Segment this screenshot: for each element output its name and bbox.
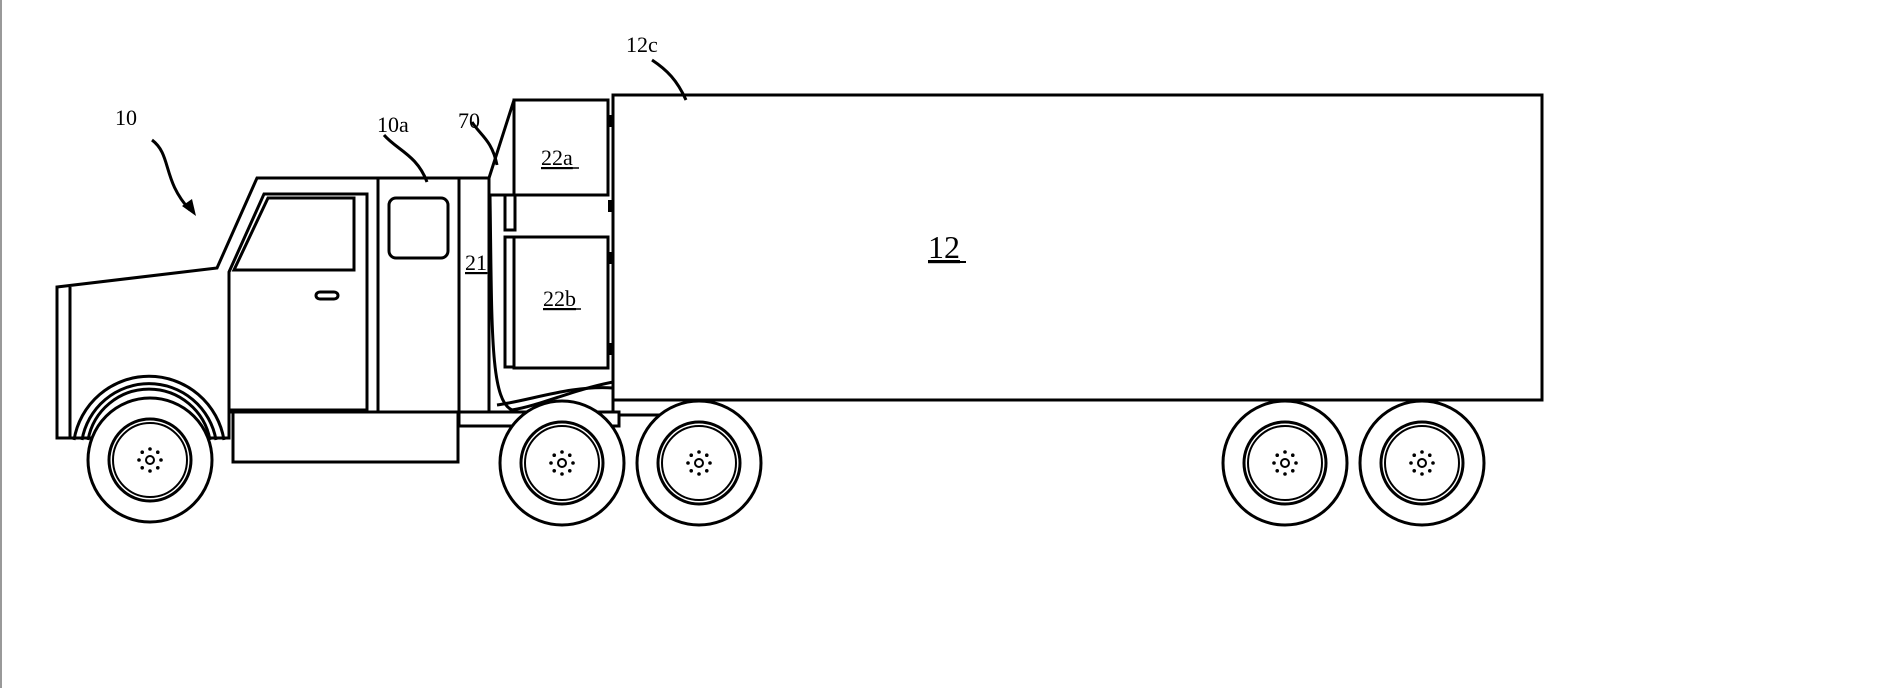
label-70: 70 xyxy=(458,108,480,133)
wheel xyxy=(1358,399,1486,527)
door-handle xyxy=(314,290,340,301)
label-22b: 22b xyxy=(543,286,576,311)
label-21: 21 xyxy=(465,250,487,275)
wheel xyxy=(498,399,626,527)
trailer-body xyxy=(611,93,1544,402)
wheel xyxy=(1221,399,1349,527)
wheel xyxy=(86,396,214,524)
fuel-tank xyxy=(231,410,460,464)
label-10a: 10a xyxy=(377,112,409,137)
label-10: 10 xyxy=(115,105,137,130)
sleeper-window xyxy=(387,196,450,260)
label-12: 12 xyxy=(928,229,960,265)
cab-door xyxy=(227,192,369,412)
wheel xyxy=(635,399,763,527)
label-22a: 22a xyxy=(541,145,573,170)
unit-22b xyxy=(512,235,610,370)
label-12c: 12c xyxy=(626,32,658,57)
